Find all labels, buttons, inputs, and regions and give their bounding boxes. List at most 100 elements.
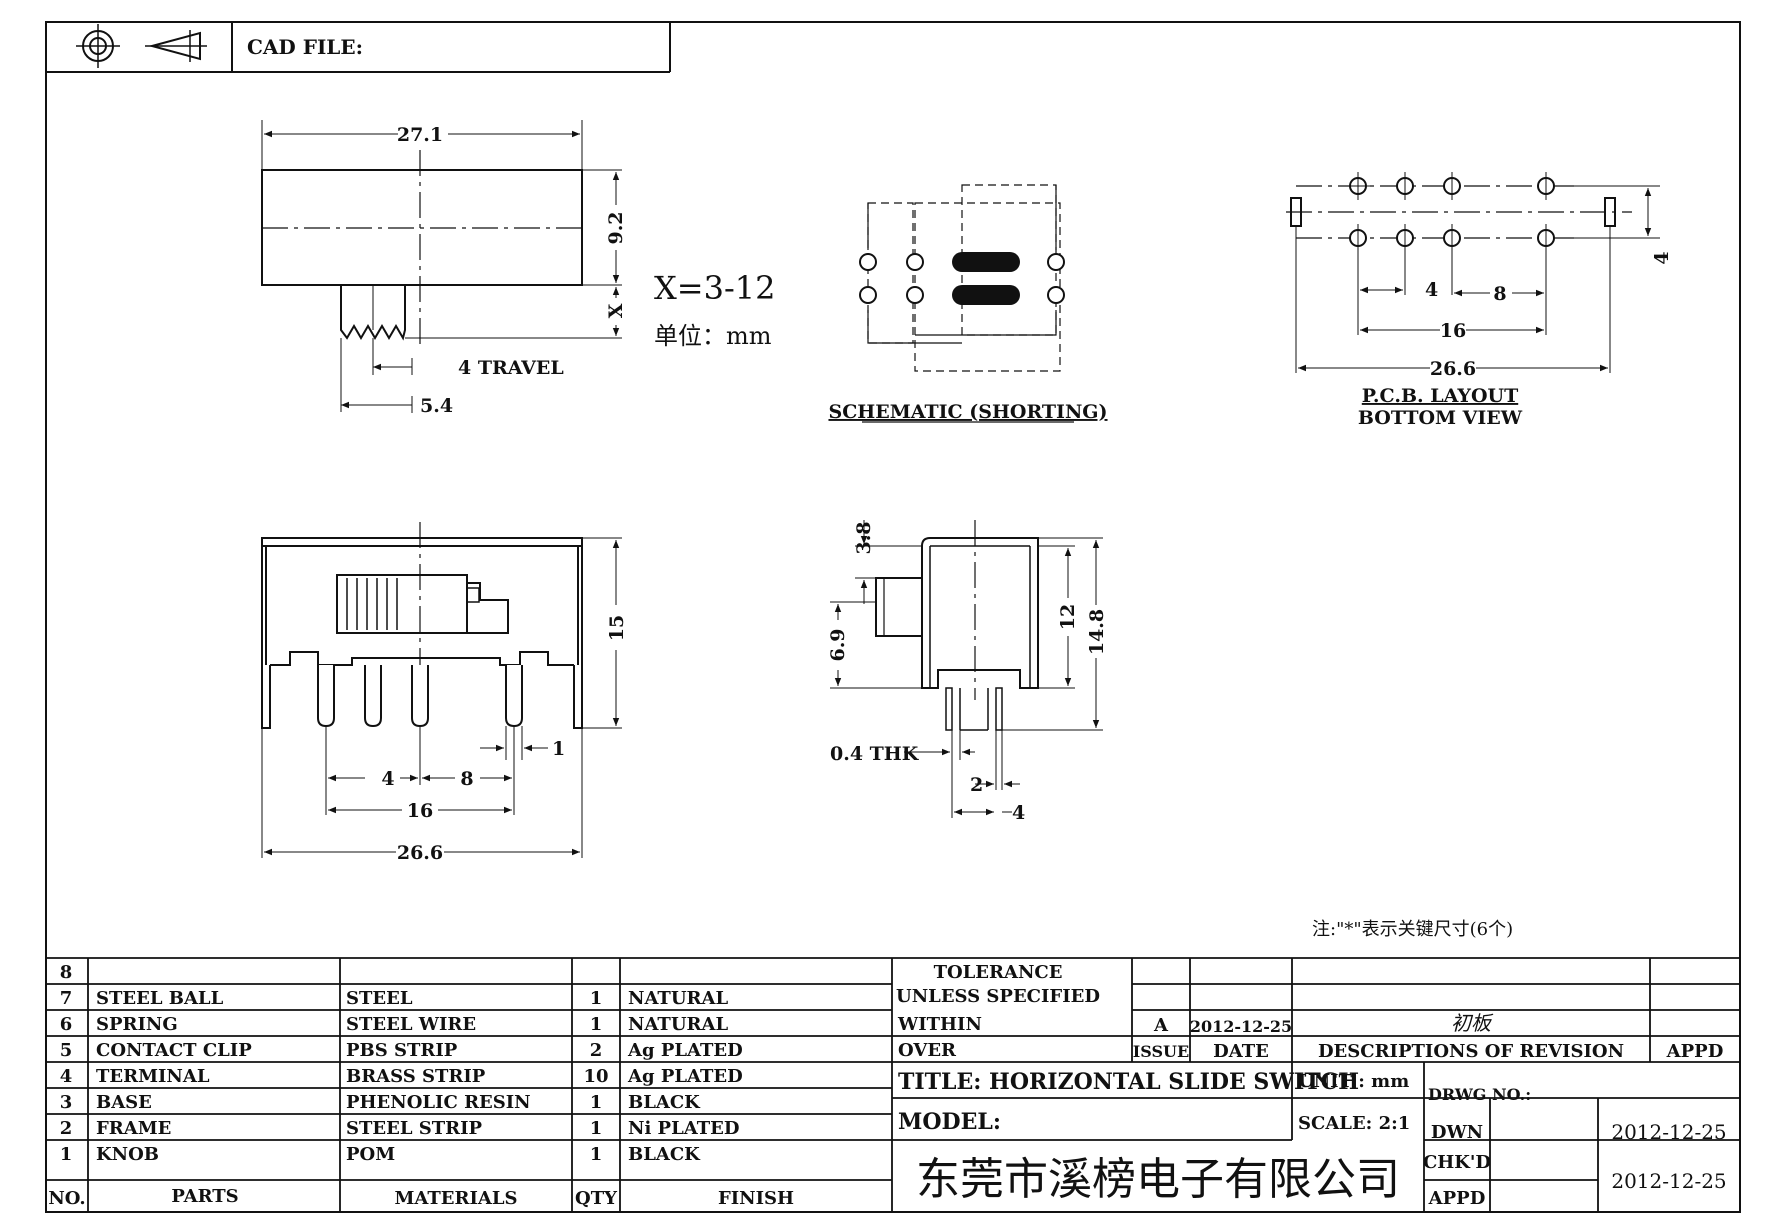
side-pin-2: 2 [970, 774, 983, 796]
bom-cell-part: FRAME [96, 1118, 171, 1139]
bom-cell-no: 6 [60, 1014, 73, 1035]
bom-cell-material: PBS STRIP [346, 1040, 458, 1061]
pcb-row-gap: 4 [1651, 251, 1673, 264]
bom-cell-finish: Ag PLATED [627, 1040, 743, 1061]
drawing-title: TITLE: HORIZONTAL SLIDE SWITCH [898, 1069, 1359, 1095]
dim-knob-offset: 5.4 [420, 395, 453, 417]
drawing-number-label: DRWG NO.: [1428, 1085, 1531, 1104]
side-knob-top: 3.8 [853, 521, 875, 554]
side-thickness: 0.4 THK [830, 743, 920, 765]
side-knob-len: 6.9 [827, 628, 849, 661]
side-knob [875, 577, 923, 637]
model-label: MODEL: [898, 1109, 1001, 1135]
bom-cell-finish: NATURAL [628, 1014, 728, 1035]
bom-cell-qty: 1 [590, 1014, 603, 1035]
side-view: 3.8 6.9 12 14.8 0.4 THK 2 [827, 520, 1108, 824]
bom-cell-finish: Ni PLATED [628, 1118, 739, 1139]
bom-cell-material: STEEL [346, 988, 413, 1009]
bom-cell-no: 2 [60, 1118, 73, 1139]
pcb-span-16: 16 [1440, 320, 1466, 342]
bom-cell-material: POM [346, 1144, 395, 1165]
unit-label: UNIT : mm [1298, 1071, 1409, 1092]
bom-cell-part: STEEL BALL [96, 988, 224, 1009]
pcb-title-line1: P.C.B. LAYOUT [1362, 385, 1518, 407]
chkd-label: CHK'D [1423, 1152, 1491, 1173]
bom-cell-no: 8 [60, 962, 73, 983]
tolerance-over: OVER [898, 1040, 957, 1061]
front-view: 15 1 4 8 16 26.6 [261, 522, 628, 864]
bom-cell-finish: NATURAL [628, 988, 728, 1009]
bom-cell-qty: 10 [583, 1066, 608, 1087]
crosshair-circle-icon [76, 24, 120, 68]
front-total-26-6: 26.6 [397, 842, 443, 864]
header-box: CAD FILE: [46, 22, 671, 73]
chkd-date: 2012-12-25 [1611, 1169, 1726, 1193]
unit-note: 单位：mm [654, 322, 772, 350]
bom-cell-qty: 1 [590, 1118, 603, 1139]
appd-label: APPD [1666, 1041, 1724, 1062]
bom-cell-qty: 1 [590, 1144, 603, 1165]
top-view: 27.1 9.2 X 4 TRAVEL 5.4 X=3-12 单位：mm [261, 120, 775, 417]
bom-cell-part: TERMINAL [96, 1066, 210, 1087]
knob-top [340, 285, 406, 341]
bom-cell-finish: BLACK [628, 1092, 701, 1113]
side-pin-4: 4 [1012, 802, 1025, 824]
bom-header-parts: PARTS [171, 1186, 238, 1207]
side-body-12: 12 [1057, 604, 1079, 630]
bom-cell-no: 1 [60, 1144, 73, 1165]
issue-label: ISSUE [1133, 1042, 1189, 1061]
shorting-bar-upper [952, 252, 1020, 272]
descriptions-label: DESCRIPTIONS OF REVISION [1318, 1041, 1624, 1062]
issue-date: 2012-12-25 [1190, 1017, 1292, 1036]
dim-length-27-1: 27.1 [397, 124, 443, 146]
terminal-pins [317, 665, 523, 728]
bom-cell-part: BASE [96, 1092, 152, 1113]
bom-cell-finish: BLACK [628, 1144, 701, 1165]
base-outline [270, 651, 574, 666]
sheet-border [45, 21, 1741, 1213]
bom-header-qty: QTY [575, 1188, 618, 1209]
bom-cell-material: BRASS STRIP [346, 1066, 486, 1087]
bom-header-no: NO. [48, 1188, 85, 1209]
company-name: 东莞市溪榜电子有限公司 [916, 1154, 1400, 1205]
bom-cell-no: 7 [60, 988, 73, 1009]
tolerance-line2: UNLESS SPECIFIED [896, 986, 1100, 1007]
bom-header-finish: FINISH [718, 1188, 794, 1209]
bom-cell-no: 5 [60, 1040, 73, 1061]
dim-travel: 4 TRAVEL [458, 357, 564, 379]
tolerance-line1: TOLERANCE [934, 962, 1063, 983]
schematic-view: SCHEMATIC (SHORTING) [828, 184, 1108, 423]
bom-header-materials: MATERIALS [394, 1188, 517, 1209]
issue-value: A [1153, 1015, 1169, 1036]
bom-cell-material: STEEL WIRE [346, 1014, 476, 1035]
scale-label: SCALE: 2:1 [1298, 1113, 1410, 1134]
pcb-title-line2: BOTTOM VIEW [1358, 407, 1523, 429]
front-pitch-b: 8 [460, 768, 473, 790]
front-pin-width: 1 [552, 738, 565, 760]
x-range-label: X=3-12 [654, 269, 775, 307]
date-label: DATE [1213, 1041, 1269, 1062]
dwn-date: 2012-12-25 [1611, 1120, 1726, 1144]
bom-cell-part: KNOB [96, 1144, 159, 1165]
bom-cell-qty: 1 [590, 1092, 603, 1113]
shorting-bar-lower [952, 285, 1020, 305]
dim-height-9-2: 9.2 [605, 211, 627, 244]
front-pitch-a: 4 [381, 768, 394, 790]
bom-cell-part: SPRING [96, 1014, 178, 1035]
key-dimension-note: 注:"*"表示关键尺寸(6个) [1312, 919, 1513, 940]
dim-x: X [605, 303, 627, 318]
bom-cell-no: 3 [60, 1092, 73, 1113]
bom-cell-material: STEEL STRIP [346, 1118, 483, 1139]
dwn-label: DWN [1431, 1122, 1483, 1143]
cad-file-label: CAD FILE: [247, 35, 363, 59]
bom-cell-no: 4 [60, 1066, 73, 1087]
bom-cell-qty: 1 [590, 988, 603, 1009]
pcb-pitch-a: 4 [1425, 279, 1438, 301]
pcb-layout-view: 4 4 8 16 26.6 P.C.B. LAYOUT BOTTOM VIEW [1286, 172, 1673, 429]
appd2-label: APPD [1428, 1188, 1486, 1209]
bom-cell-part: CONTACT CLIP [96, 1040, 252, 1061]
pcb-pitch-b: 8 [1493, 283, 1506, 305]
title-block: TOLERANCE UNLESS SPECIFIED WITHIN OVER A… [892, 958, 1740, 1212]
